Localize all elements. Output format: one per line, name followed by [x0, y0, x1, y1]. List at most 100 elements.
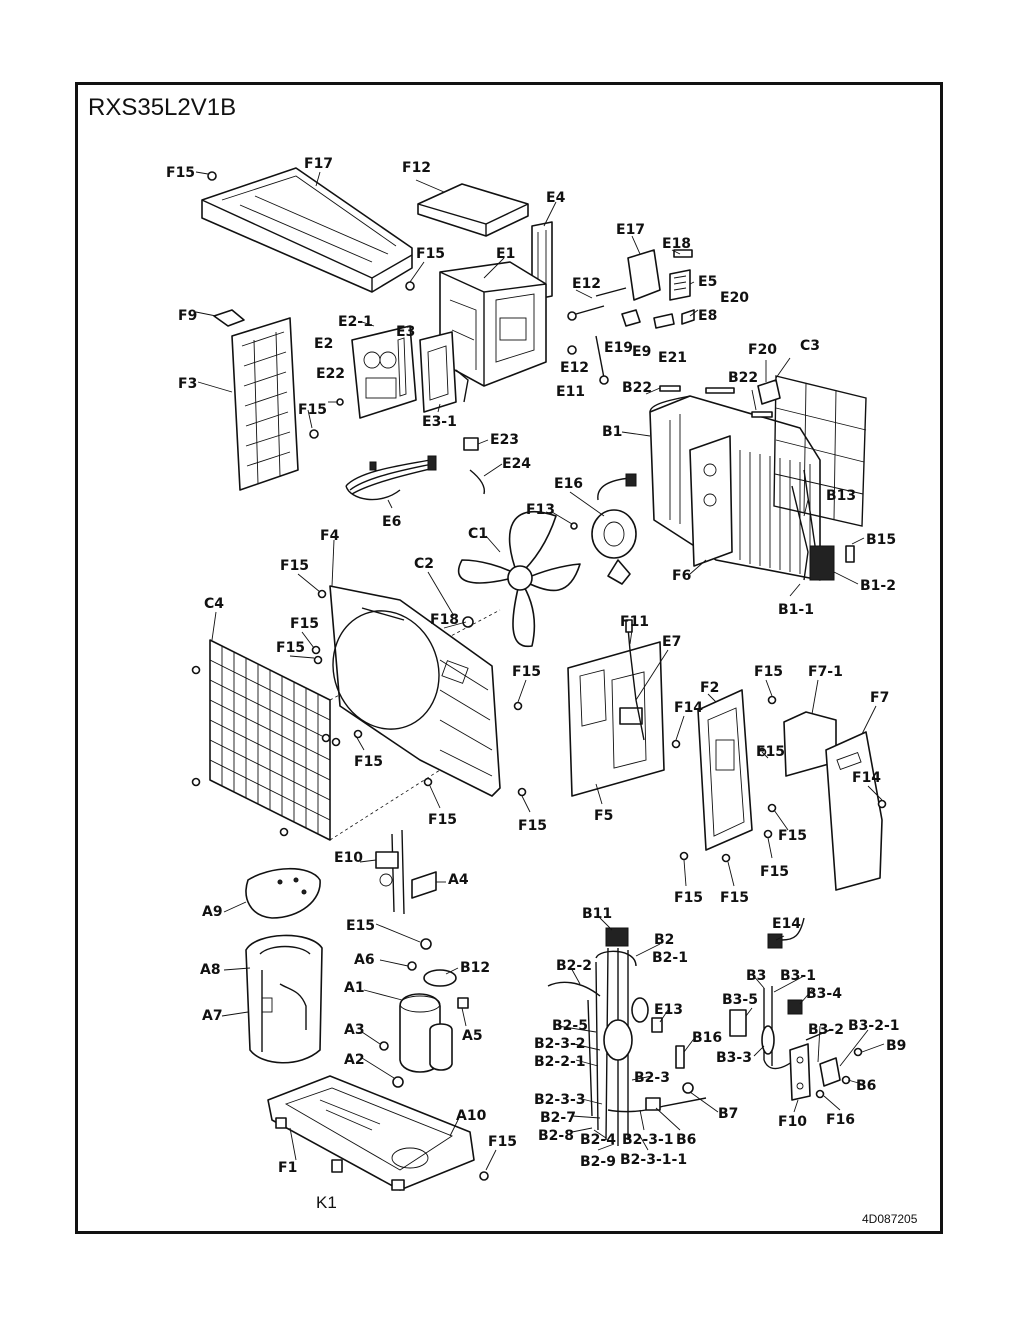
label-E18: E18 [662, 236, 691, 252]
label-F15: F15 [298, 402, 327, 418]
part-labels: F15 F17 F12 E4 F15 E1 E17 E18 E12 E5 E20… [166, 156, 906, 1212]
label-B13: B13 [826, 488, 856, 504]
board-part [419, 331, 469, 413]
valve-bracket-part [789, 1043, 841, 1101]
clip-part [213, 309, 245, 327]
label-E3: E3 [396, 324, 415, 340]
drain-plug-part [331, 1159, 343, 1173]
cushion-part [457, 997, 469, 1009]
insulation-part [751, 411, 773, 418]
service-valve-cover-part [791, 485, 855, 581]
terminal-cover-part [423, 969, 457, 987]
wire-guard-part [773, 375, 867, 527]
propeller-fan-part [457, 510, 581, 648]
partition-part [567, 619, 665, 797]
top-cover-part [201, 167, 413, 293]
model-title: RXS35L2V1B [88, 94, 237, 121]
screw-part [309, 429, 319, 439]
screw-part [877, 799, 887, 809]
label-B3-1: B3-1 [780, 968, 816, 984]
terminal-cover-part [567, 249, 695, 385]
label-B2-3: B2-3 [634, 1070, 670, 1086]
label-F15: F15 [428, 812, 457, 828]
label-B16: B16 [692, 1030, 722, 1046]
label-E4: E4 [546, 190, 566, 206]
screw-part [207, 171, 217, 181]
document-number: 4D087205 [862, 1212, 918, 1226]
label-B2-3-1: B2-3-1 [622, 1132, 674, 1148]
label-F15: F15 [778, 828, 807, 844]
screw-part [513, 701, 523, 711]
label-F10: F10 [778, 1114, 807, 1130]
screw-part [767, 695, 777, 705]
plate-part [417, 183, 529, 237]
label-B2-2-1: B2-2-1 [534, 1054, 586, 1070]
sensor-part [463, 437, 479, 451]
label-E9: E9 [632, 344, 651, 360]
screw-part [679, 851, 689, 861]
label-F15: F15 [754, 664, 783, 680]
label-E12: E12 [560, 360, 589, 376]
label-B3-2-1: B3-2-1 [848, 1018, 900, 1034]
label-F9: F9 [178, 308, 197, 324]
bracket-part [783, 711, 837, 777]
four-way-valve-assembly-part [547, 927, 707, 1146]
label-B2-5: B2-5 [552, 1018, 588, 1034]
label-E14: E14 [772, 916, 801, 932]
thermistor-part [411, 871, 437, 899]
label-E17: E17 [616, 222, 645, 238]
sound-insulation-part [245, 934, 323, 1064]
label-B2-1: B2-1 [652, 950, 688, 966]
label-F12: F12 [402, 160, 431, 176]
stop-valve-cover-part [825, 731, 883, 891]
side-panel-part [231, 317, 299, 491]
label-F15: F15 [488, 1134, 517, 1150]
label-F7: F7 [870, 690, 889, 706]
label-E2: E2 [314, 336, 333, 352]
label-F6: F6 [672, 568, 691, 584]
label-B9: B9 [886, 1038, 906, 1054]
label-B6: B6 [856, 1078, 876, 1094]
label-B22: B22 [622, 380, 652, 396]
label-B12: B12 [460, 960, 490, 976]
label-F4: F4 [320, 528, 340, 544]
label-B6: B6 [676, 1132, 696, 1148]
label-E7: E7 [662, 634, 681, 650]
front-panel-part [329, 585, 501, 797]
label-F14: F14 [852, 770, 881, 786]
label-B2-7: B2-7 [540, 1110, 576, 1126]
label-B3-5: B3-5 [722, 992, 758, 1008]
label-F15: F15 [756, 744, 785, 760]
label-F15: F15 [760, 864, 789, 880]
bottom-frame-part [267, 1075, 475, 1191]
label-B1-1: B1-1 [778, 602, 814, 618]
label-K1: K1 [316, 1193, 337, 1212]
label-A3: A3 [344, 1022, 365, 1038]
label-B1-2: B1-2 [860, 578, 896, 594]
label-F15: F15 [280, 558, 309, 574]
label-E8: E8 [698, 308, 717, 324]
nut-part [392, 1076, 404, 1088]
screw-part [311, 645, 321, 655]
screw-part [767, 803, 777, 813]
leader-lines [195, 171, 885, 1171]
label-E11: E11 [556, 384, 585, 400]
label-E10: E10 [334, 850, 363, 866]
screw-part [313, 655, 323, 665]
label-F3: F3 [178, 376, 197, 392]
label-E20: E20 [720, 290, 749, 306]
label-B2-3-2: B2-3-2 [534, 1036, 586, 1052]
label-A4: A4 [448, 872, 469, 888]
label-F2: F2 [700, 680, 719, 696]
fan-motor-part [591, 473, 637, 585]
label-B2-3-3: B2-3-3 [534, 1092, 586, 1108]
coil-part [767, 917, 805, 949]
label-B2-8: B2-8 [538, 1128, 574, 1144]
label-B3-3: B3-3 [716, 1050, 752, 1066]
label-A5: A5 [462, 1028, 483, 1044]
screw-part [479, 1171, 489, 1181]
label-E21: E21 [658, 350, 687, 366]
label-E3-1: E3-1 [422, 414, 457, 430]
label-E5: E5 [698, 274, 717, 290]
screw-part [317, 589, 327, 599]
